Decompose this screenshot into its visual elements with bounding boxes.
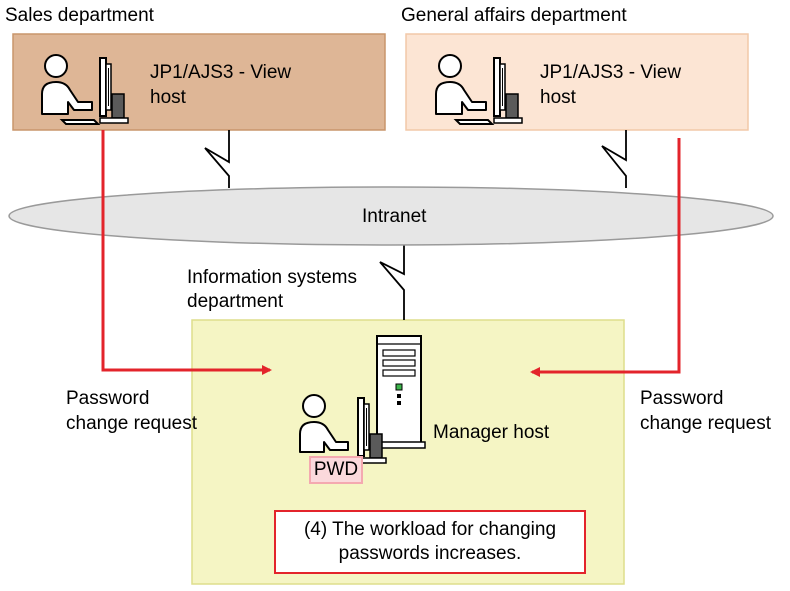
- sales-host-box: [12, 33, 386, 131]
- general-host-label-line1: JP1/AJS3 - View: [540, 62, 682, 83]
- manager-host-label: Manager host: [433, 422, 550, 443]
- left-request-label-line2: change request: [66, 413, 197, 434]
- right-request-label-line2: change request: [640, 413, 771, 434]
- sales-department-label: Sales department: [5, 5, 154, 26]
- sales-host-label-line1: JP1/AJS3 - View: [150, 62, 292, 83]
- server-tower-icon: [372, 335, 426, 449]
- arrow-left-icon: [530, 138, 681, 377]
- workload-note: (4) The workload for changing passwords …: [274, 510, 586, 574]
- info-systems-label-line1: Information systems: [187, 267, 357, 288]
- workload-note-line1: (4) The workload for changing: [303, 519, 557, 540]
- left-request-label-line1: Password: [66, 388, 150, 409]
- password-badge: PWD: [309, 456, 363, 484]
- intranet-ellipse: [8, 186, 774, 246]
- sales-host-label-line2: host: [150, 87, 186, 108]
- intranet-label: Intranet: [362, 206, 427, 227]
- user-at-terminal-icon: [299, 394, 387, 464]
- info-systems-label-line2: department: [187, 291, 284, 312]
- network-link-icon: [379, 244, 405, 320]
- general-host-label-line2: host: [540, 87, 576, 108]
- network-link-icon: [601, 130, 627, 188]
- right-request-label-line1: Password: [640, 388, 724, 409]
- workload-note-line2: passwords increases.: [338, 543, 522, 564]
- general-department-label: General affairs department: [401, 5, 627, 26]
- network-link-icon: [204, 130, 230, 188]
- arrow-right-icon: [101, 130, 272, 375]
